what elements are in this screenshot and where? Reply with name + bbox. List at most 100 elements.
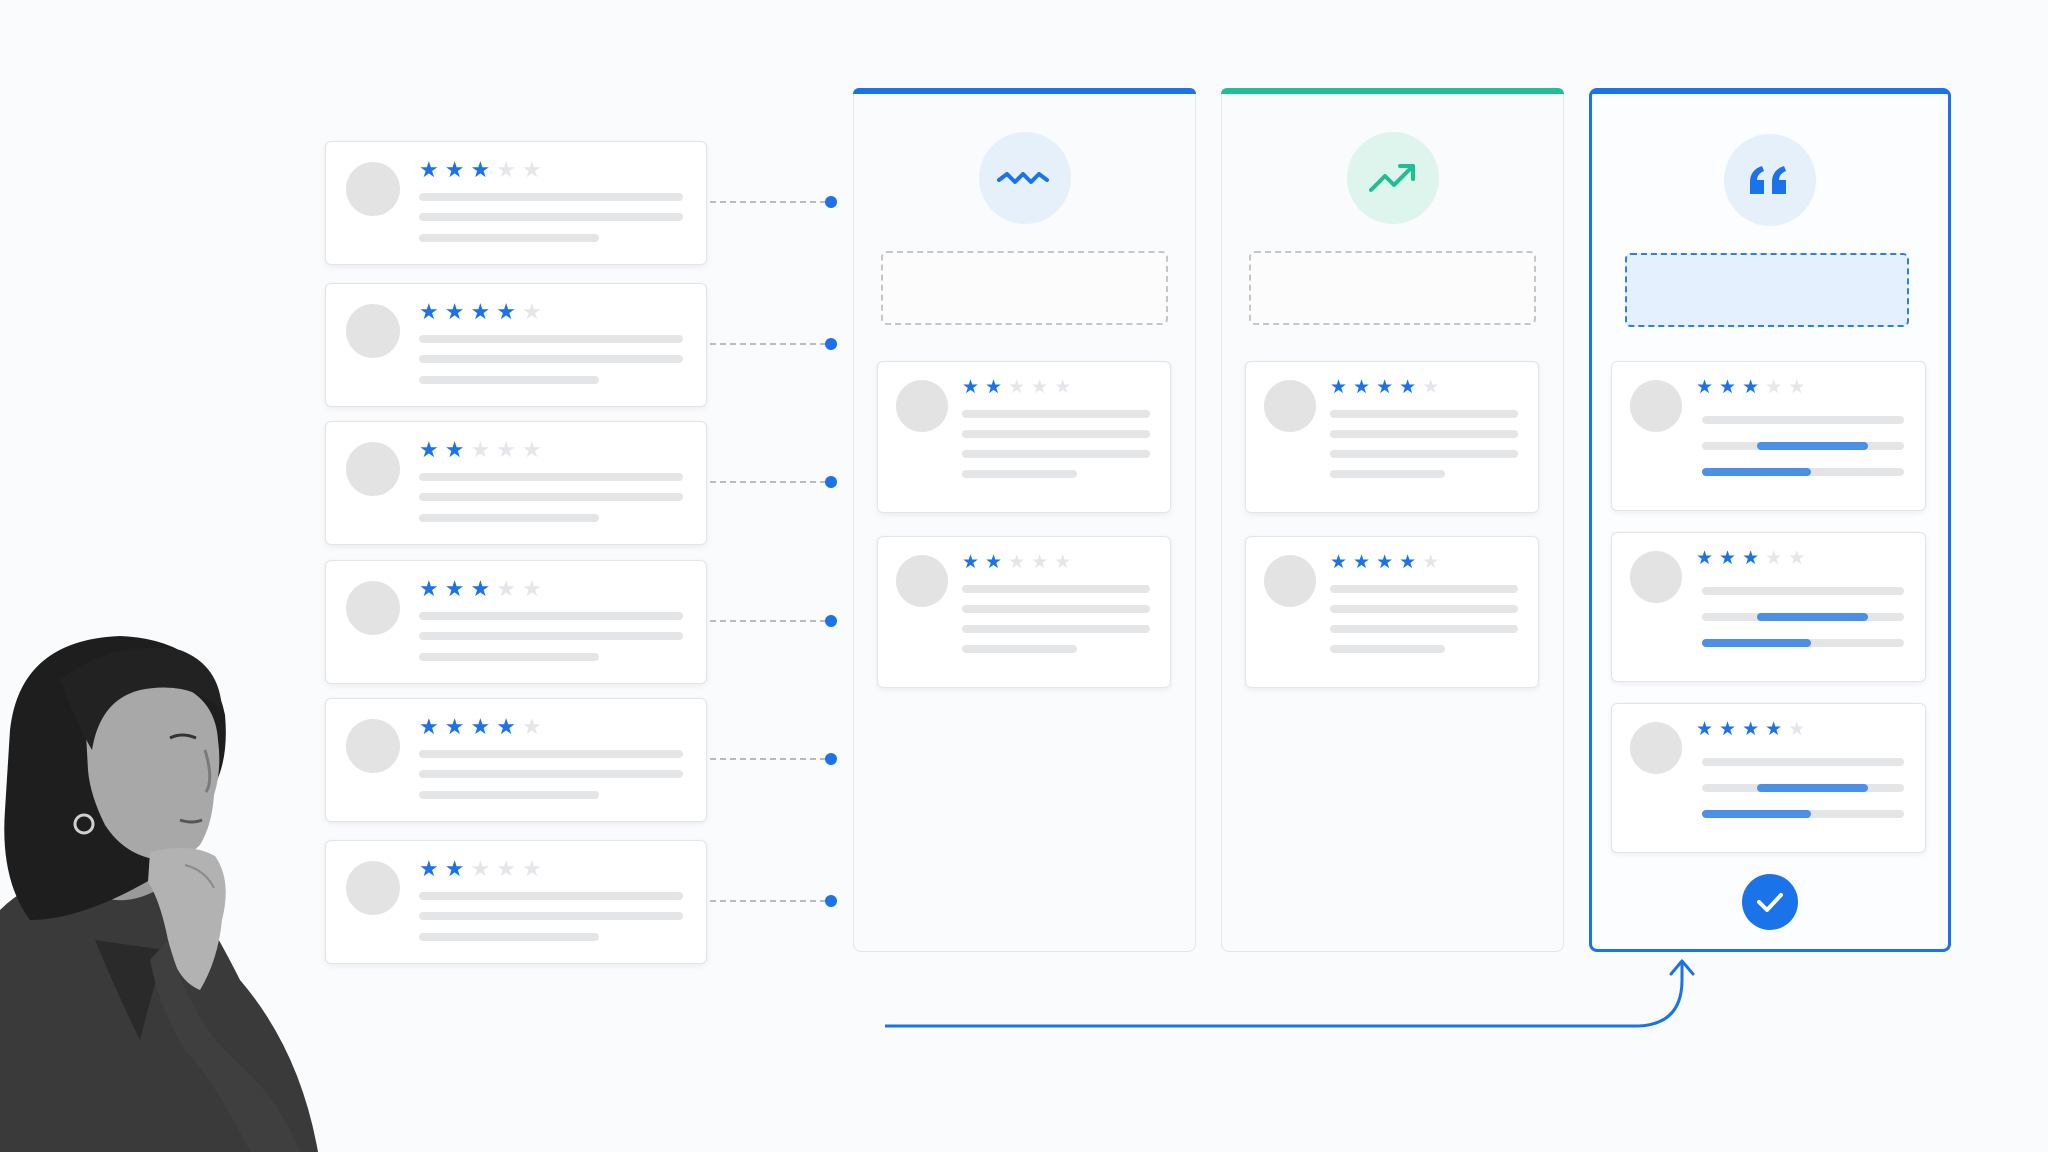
text-line-placeholder bbox=[419, 335, 683, 343]
review-card[interactable]: ★★★★★ bbox=[1611, 532, 1926, 682]
text-line-placeholder bbox=[1330, 410, 1518, 418]
star-rating: ★★★★★ bbox=[419, 159, 542, 181]
star-empty-icon: ★ bbox=[1008, 377, 1026, 398]
progress-fill bbox=[1757, 613, 1868, 621]
star-empty-icon: ★ bbox=[1422, 377, 1440, 398]
star-empty-icon: ★ bbox=[470, 856, 491, 881]
star-rating: ★★★★★ bbox=[419, 439, 542, 461]
review-card[interactable]: ★★★★★ bbox=[325, 560, 707, 684]
text-line-placeholder bbox=[419, 213, 683, 221]
text-line-placeholder bbox=[962, 430, 1150, 438]
star-filled-icon: ★ bbox=[1719, 377, 1737, 398]
dashed-connector bbox=[710, 900, 826, 902]
star-empty-icon: ★ bbox=[496, 856, 516, 881]
star-empty-icon: ★ bbox=[496, 437, 516, 462]
star-empty-icon: ★ bbox=[1031, 552, 1049, 573]
text-line-placeholder bbox=[419, 912, 683, 920]
connector-dot bbox=[825, 196, 837, 208]
dashed-connector bbox=[710, 758, 826, 760]
drop-slot-filled[interactable] bbox=[1625, 253, 1909, 327]
star-filled-icon: ★ bbox=[419, 437, 439, 462]
star-filled-icon: ★ bbox=[1765, 719, 1783, 740]
checkmark-icon bbox=[1757, 893, 1783, 912]
star-filled-icon: ★ bbox=[419, 856, 439, 881]
avatar bbox=[1264, 380, 1316, 432]
review-card[interactable]: ★★★★★ bbox=[877, 536, 1171, 688]
avatar bbox=[896, 555, 948, 607]
text-line-placeholder bbox=[962, 585, 1150, 593]
arrow-up-icon bbox=[1669, 959, 1695, 976]
star-filled-icon: ★ bbox=[1719, 719, 1737, 740]
review-card[interactable]: ★★★★★ bbox=[325, 698, 707, 822]
column-quote-selected[interactable]: ★★★★★★★★★★★★★★★ bbox=[1589, 88, 1951, 952]
person-illustration bbox=[0, 636, 318, 1152]
column-trending: ★★★★★★★★★★ bbox=[1221, 88, 1564, 952]
star-empty-icon: ★ bbox=[496, 576, 516, 601]
star-filled-icon: ★ bbox=[1376, 377, 1394, 398]
flow-arrow-line bbox=[885, 962, 1684, 1028]
star-rating: ★★★★★ bbox=[1696, 720, 1805, 739]
text-line-placeholder bbox=[1330, 470, 1445, 478]
trending-up-icon-badge bbox=[1347, 132, 1439, 224]
avatar bbox=[1630, 722, 1682, 774]
review-card[interactable]: ★★★★★ bbox=[1245, 361, 1539, 513]
review-card[interactable]: ★★★★★ bbox=[877, 361, 1171, 513]
connector-dot bbox=[825, 476, 837, 488]
text-line-placeholder bbox=[1330, 585, 1518, 593]
dashed-connector bbox=[710, 201, 826, 203]
review-card[interactable]: ★★★★★ bbox=[325, 141, 707, 265]
drop-slot[interactable] bbox=[1249, 251, 1536, 325]
star-filled-icon: ★ bbox=[1742, 719, 1760, 740]
star-empty-icon: ★ bbox=[1765, 377, 1783, 398]
waveform-icon bbox=[997, 172, 1049, 184]
progress-fill bbox=[1757, 784, 1868, 792]
star-empty-icon: ★ bbox=[521, 157, 542, 182]
review-card[interactable]: ★★★★★ bbox=[1611, 361, 1926, 511]
text-line-placeholder bbox=[419, 193, 683, 201]
star-empty-icon: ★ bbox=[521, 576, 542, 601]
progress-fill bbox=[1702, 810, 1811, 818]
star-rating: ★★★★★ bbox=[419, 578, 542, 600]
star-filled-icon: ★ bbox=[419, 576, 439, 601]
star-empty-icon: ★ bbox=[1788, 377, 1806, 398]
star-filled-icon: ★ bbox=[444, 299, 465, 324]
review-card[interactable]: ★★★★★ bbox=[325, 283, 707, 407]
star-filled-icon: ★ bbox=[470, 714, 491, 739]
text-line-placeholder bbox=[1330, 645, 1445, 653]
review-card[interactable]: ★★★★★ bbox=[1611, 703, 1926, 853]
star-filled-icon: ★ bbox=[444, 157, 465, 182]
text-line-placeholder bbox=[1330, 625, 1518, 633]
star-filled-icon: ★ bbox=[419, 157, 439, 182]
star-empty-icon: ★ bbox=[1788, 719, 1806, 740]
review-card[interactable]: ★★★★★ bbox=[1245, 536, 1539, 688]
star-empty-icon: ★ bbox=[1054, 552, 1072, 573]
progress-fill bbox=[1757, 442, 1868, 450]
drop-slot[interactable] bbox=[881, 251, 1168, 325]
text-line-placeholder bbox=[419, 653, 599, 661]
star-empty-icon: ★ bbox=[1788, 548, 1806, 569]
text-line-placeholder bbox=[1330, 605, 1518, 613]
text-line-placeholder bbox=[419, 933, 599, 941]
text-line-placeholder bbox=[1330, 450, 1518, 458]
star-filled-icon: ★ bbox=[444, 437, 465, 462]
star-filled-icon: ★ bbox=[985, 552, 1003, 573]
dashed-connector bbox=[710, 481, 826, 483]
column-accent-bar bbox=[853, 88, 1196, 94]
star-filled-icon: ★ bbox=[1719, 548, 1737, 569]
review-card[interactable]: ★★★★★ bbox=[325, 840, 707, 964]
text-line-placeholder bbox=[1702, 758, 1904, 766]
text-line-placeholder bbox=[962, 410, 1150, 418]
star-filled-icon: ★ bbox=[962, 552, 980, 573]
avatar bbox=[1630, 380, 1682, 432]
text-line-placeholder bbox=[962, 470, 1077, 478]
star-rating: ★★★★★ bbox=[419, 301, 542, 323]
star-empty-icon: ★ bbox=[521, 856, 542, 881]
column-waveform: ★★★★★★★★★★ bbox=[853, 88, 1196, 952]
connector-dot bbox=[825, 753, 837, 765]
quote-icon-badge bbox=[1724, 134, 1816, 226]
text-line-placeholder bbox=[419, 770, 683, 778]
review-card[interactable]: ★★★★★ bbox=[325, 421, 707, 545]
quote-icon bbox=[1750, 166, 1786, 194]
star-rating: ★★★★★ bbox=[419, 858, 542, 880]
